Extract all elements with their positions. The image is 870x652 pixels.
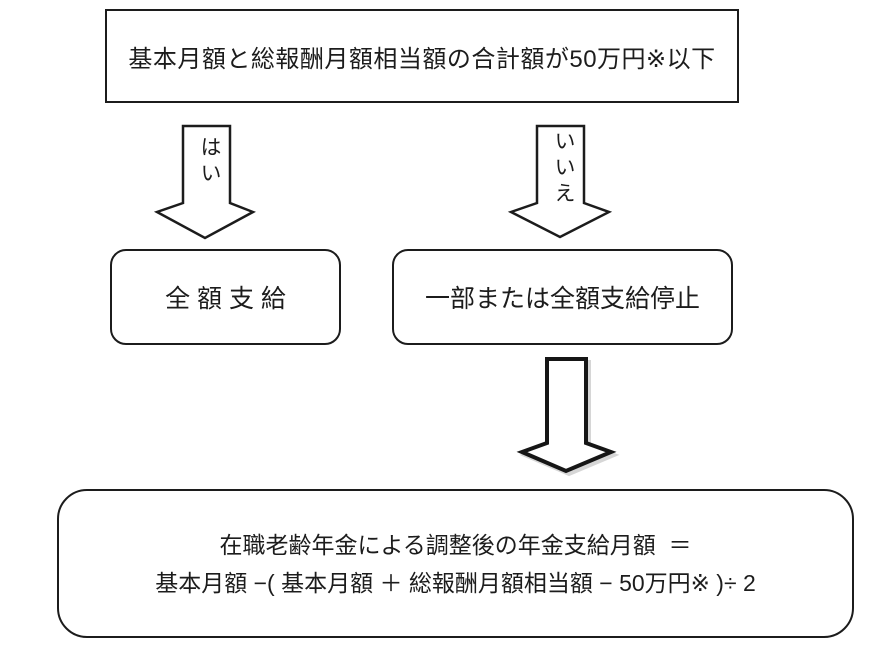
formula-line-2: 基本月額 −( 基本月額 ＋ 総報酬月額相当額 − 50万円※ )÷ 2: [155, 569, 756, 596]
partial-suspension-text: 一部または全額支給停止: [424, 285, 700, 313]
full-payment-text: 全 額 支 給: [165, 285, 286, 313]
formula-box: 在職老齢年金による調整後の年金支給月額 ＝ 基本月額 −( 基本月額 ＋ 総報酬…: [57, 489, 854, 638]
partial-suspension-box: 一部または全額支給停止: [392, 249, 733, 345]
condition-text: 基本月額と総報酬月額相当額の合計額が50万円※以下: [128, 45, 716, 73]
no-arrow-icon: [507, 124, 613, 239]
yes-arrow-icon: [153, 124, 256, 240]
formula-line-1: 在職老齢年金による調整後の年金支給月額 ＝: [219, 531, 692, 558]
condition-box: 基本月額と総報酬月額相当額の合計額が50万円※以下: [105, 9, 739, 103]
no-arrow-label: いいえ: [552, 130, 575, 208]
full-payment-box: 全 額 支 給: [110, 249, 341, 345]
yes-arrow-label: はい: [198, 136, 221, 188]
result-arrow-icon: [516, 357, 617, 474]
